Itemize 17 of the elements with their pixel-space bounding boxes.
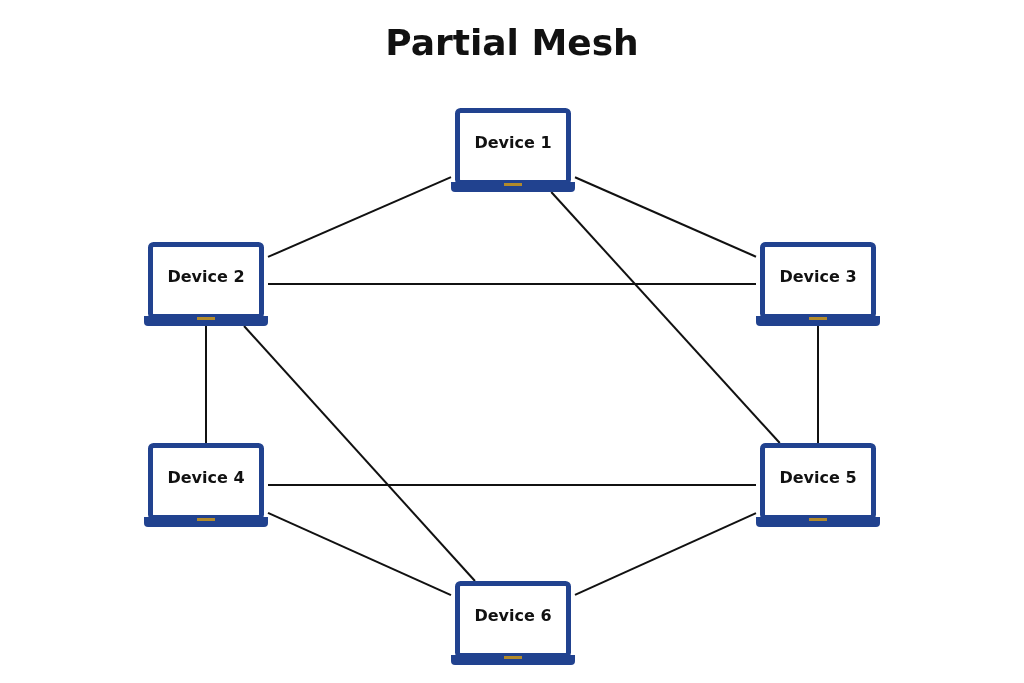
connection-line	[205, 325, 207, 444]
title: Partial Mesh	[385, 22, 639, 63]
connection-line	[574, 512, 757, 596]
device-label: Device 1	[473, 133, 553, 152]
device-label: Device 3	[778, 267, 858, 286]
connection-line	[267, 283, 757, 285]
connection-line	[243, 325, 476, 582]
device-label: Device 6	[473, 606, 553, 625]
connection-line	[267, 484, 757, 486]
device-label: Device 2	[166, 267, 246, 286]
connection-line	[550, 191, 781, 444]
device-label: Device 4	[166, 468, 246, 487]
connection-line	[574, 176, 757, 258]
connection-line	[267, 176, 452, 258]
connection-line	[817, 325, 819, 444]
device-label: Device 5	[778, 468, 858, 487]
connection-line	[267, 511, 452, 597]
